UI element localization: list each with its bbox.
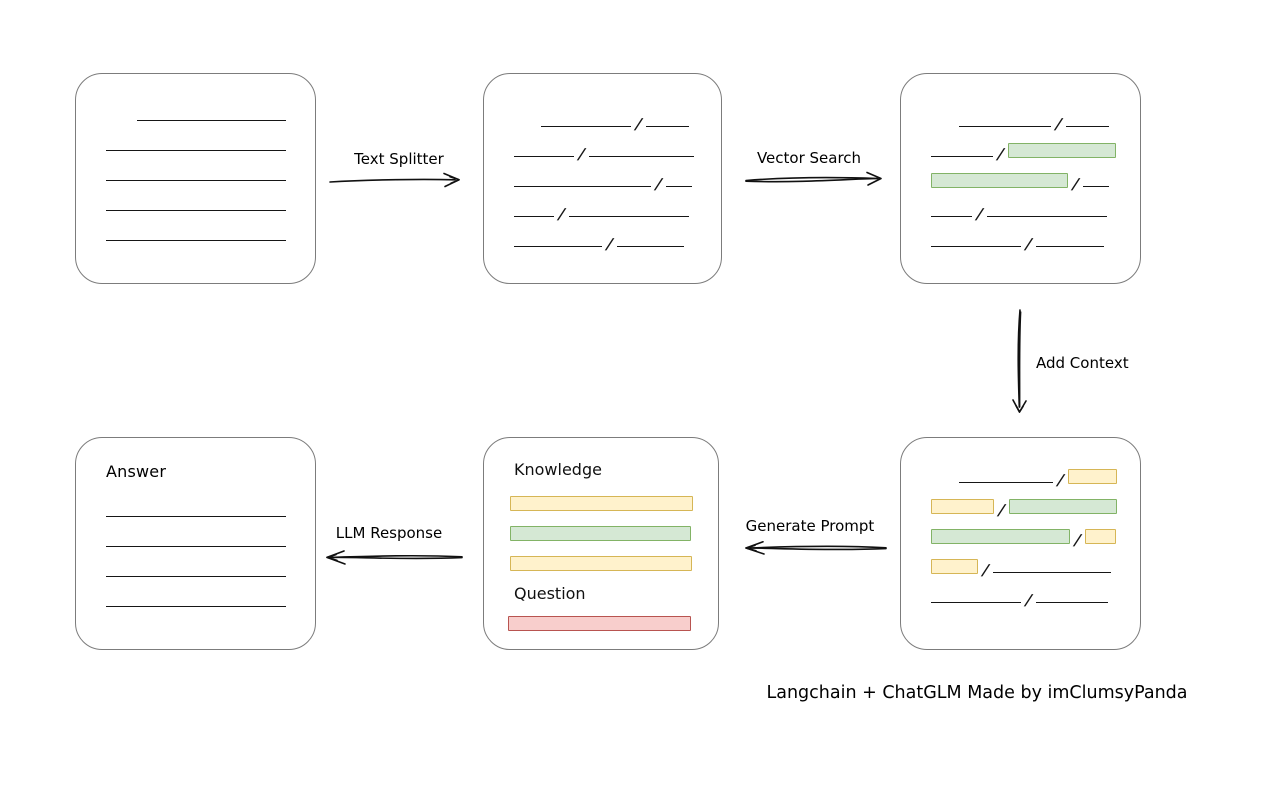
green-highlight bbox=[931, 529, 1070, 544]
text-row: / bbox=[514, 98, 721, 133]
text-row: / bbox=[931, 514, 1140, 549]
llm-response-label: LLM Response bbox=[335, 524, 443, 542]
yellow-bar bbox=[510, 556, 692, 571]
text-row bbox=[106, 548, 315, 578]
text-line bbox=[541, 126, 631, 127]
generate-prompt-arrow-icon bbox=[745, 541, 887, 555]
vector-search-arrow-icon bbox=[745, 171, 882, 186]
red-bar bbox=[508, 616, 691, 631]
knowledge-label: Knowledge bbox=[514, 460, 602, 479]
separator-slash: / bbox=[1024, 591, 1033, 609]
text-line bbox=[569, 216, 690, 217]
text-row: / bbox=[514, 188, 721, 223]
text-row bbox=[106, 518, 315, 548]
text-line bbox=[1036, 246, 1105, 247]
text-row bbox=[106, 488, 315, 518]
text-line bbox=[931, 246, 1021, 247]
knowledge-bars bbox=[510, 496, 718, 571]
text-row: / bbox=[514, 128, 721, 163]
search-result-lines: ///// bbox=[901, 74, 1140, 253]
answer-box: Answer bbox=[75, 437, 316, 650]
context-result-box: ///// bbox=[900, 437, 1141, 650]
separator-slash: / bbox=[605, 235, 614, 253]
text-row: / bbox=[931, 218, 1140, 253]
text-splitter-arrow-icon bbox=[329, 172, 460, 188]
text-line bbox=[959, 126, 1051, 127]
text-row bbox=[106, 92, 315, 122]
text-line bbox=[931, 602, 1021, 603]
text-line bbox=[931, 216, 972, 217]
answer-lines bbox=[76, 438, 315, 608]
vector-search-label: Vector Search bbox=[756, 149, 862, 167]
text-row: / bbox=[931, 484, 1140, 519]
text-row: / bbox=[931, 574, 1140, 609]
text-line bbox=[931, 156, 993, 157]
text-line bbox=[106, 210, 286, 211]
yellow-highlight bbox=[931, 559, 978, 574]
text-line bbox=[514, 186, 651, 187]
search-result-box: ///// bbox=[900, 73, 1141, 284]
text-line bbox=[646, 126, 690, 127]
answer-title: Answer bbox=[106, 462, 167, 481]
text-splitter-label: Text Splitter bbox=[354, 150, 444, 168]
yellow-highlight bbox=[1068, 469, 1118, 484]
text-row bbox=[106, 182, 315, 212]
context-result-lines: ///// bbox=[901, 438, 1140, 609]
credit-text: Langchain + ChatGLM Made by imClumsyPand… bbox=[766, 683, 1188, 703]
text-line bbox=[137, 120, 286, 121]
text-row bbox=[106, 152, 315, 182]
text-line bbox=[514, 216, 554, 217]
text-row: / bbox=[931, 158, 1140, 193]
text-line bbox=[987, 216, 1108, 217]
text-row: / bbox=[931, 544, 1140, 579]
text-line bbox=[106, 606, 286, 607]
green-highlight bbox=[1009, 499, 1118, 514]
green-highlight bbox=[1008, 143, 1117, 158]
add-context-arrow-icon bbox=[1012, 309, 1027, 413]
text-row bbox=[106, 212, 315, 242]
generate-prompt-label: Generate Prompt bbox=[745, 517, 875, 535]
green-bar bbox=[510, 526, 691, 541]
text-row: / bbox=[931, 188, 1140, 223]
separator-slash: / bbox=[1024, 235, 1033, 253]
question-label: Question bbox=[514, 584, 586, 603]
green-highlight bbox=[931, 173, 1068, 188]
text-row: / bbox=[931, 98, 1140, 133]
text-line bbox=[1036, 602, 1109, 603]
text-line bbox=[617, 246, 685, 247]
text-line bbox=[106, 516, 286, 517]
add-context-label: Add Context bbox=[1036, 354, 1129, 372]
question-bars bbox=[508, 616, 718, 631]
text-line bbox=[666, 186, 693, 187]
text-line bbox=[106, 180, 286, 181]
text-row: / bbox=[931, 128, 1140, 163]
text-line bbox=[1083, 186, 1110, 187]
yellow-bar bbox=[510, 496, 693, 511]
text-line bbox=[959, 482, 1053, 483]
text-line bbox=[106, 546, 286, 547]
split-text-lines: ///// bbox=[484, 74, 721, 253]
text-line bbox=[993, 572, 1112, 573]
prompt-content: Knowledge Question bbox=[484, 438, 718, 631]
llm-response-arrow-icon bbox=[326, 550, 463, 565]
text-row bbox=[106, 578, 315, 608]
text-row: / bbox=[514, 158, 721, 193]
text-line bbox=[514, 156, 574, 157]
text-line bbox=[106, 240, 286, 241]
yellow-highlight bbox=[931, 499, 994, 514]
text-line bbox=[106, 576, 286, 577]
text-line bbox=[106, 150, 286, 151]
text-line bbox=[1066, 126, 1110, 127]
document-lines bbox=[76, 74, 315, 242]
split-text-box: ///// bbox=[483, 73, 722, 284]
yellow-highlight bbox=[1085, 529, 1117, 544]
text-row bbox=[106, 122, 315, 152]
prompt-box: Knowledge Question bbox=[483, 437, 719, 650]
text-row: / bbox=[931, 454, 1140, 489]
document-box bbox=[75, 73, 316, 284]
text-line bbox=[589, 156, 695, 157]
text-line bbox=[514, 246, 602, 247]
text-row: / bbox=[514, 218, 721, 253]
